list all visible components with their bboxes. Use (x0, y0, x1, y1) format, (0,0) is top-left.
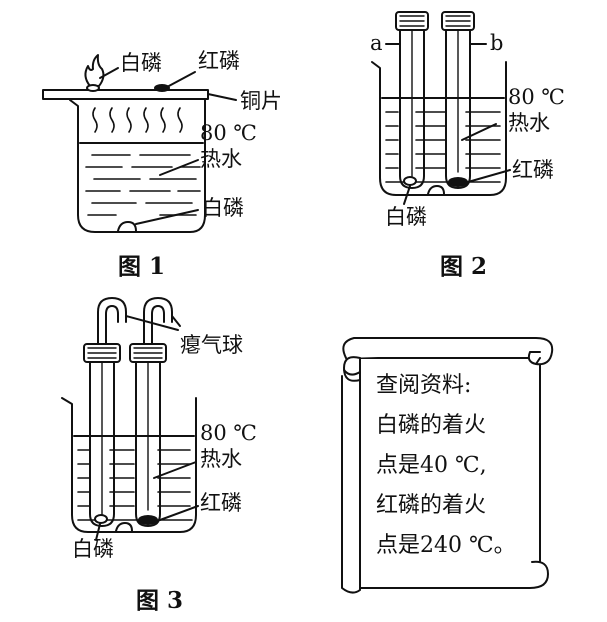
label-temperature-2: 80 ℃ (508, 85, 565, 109)
beaker-2 (371, 61, 507, 196)
red-phosphorus-top (154, 84, 170, 92)
beaker-1 (69, 99, 206, 233)
leader-white-2 (403, 185, 411, 205)
leader-hotwater-2 (461, 123, 497, 141)
steam-lines (92, 107, 183, 133)
caption-figure-1: 图 1 (118, 253, 165, 280)
note-line-1: 查阅资料: (376, 373, 471, 398)
label-red-phosphorus-3: 红磷 (200, 491, 242, 515)
figure-3: 瘪气球 80 ℃ 热水 红磷 白磷 图 3 (61, 297, 257, 614)
label-white-phosphorus-2: 白磷 (385, 205, 427, 229)
label-white-phosphorus-bottom: 白磷 (202, 196, 244, 220)
caption-figure-2: 图 2 (440, 253, 487, 280)
figure-2: a b 80 ℃ 热水 红磷 白磷 图 2 (370, 11, 565, 280)
scroll-note: 查阅资料: 白磷的着火 点是40 ℃, 红磷的着火 点是240 ℃。 (341, 337, 554, 594)
leader-hotwater-3 (153, 461, 197, 479)
label-tube-b: b (490, 31, 503, 55)
white-phosphorus-beaker-3 (115, 522, 133, 532)
beaker-3 (61, 397, 197, 533)
scroll-roll-left (341, 356, 361, 594)
label-red-phosphorus-2: 红磷 (512, 158, 554, 182)
leader-white-top (99, 67, 119, 79)
white-phosphorus-tube-a (403, 176, 417, 186)
white-phosphorus-beaker-2 (427, 185, 445, 195)
flame-icon (84, 54, 105, 87)
label-hot-water-2: 热水 (508, 111, 550, 135)
test-tube-right-3 (129, 343, 167, 527)
test-tube-a (395, 11, 429, 189)
note-line-5: 点是240 ℃。 (376, 533, 516, 558)
balloon-icon (97, 297, 173, 345)
scroll-curl-bottom (359, 560, 549, 589)
water-lines-1 (85, 154, 201, 216)
leader-hotwater-1 (159, 159, 199, 176)
note-line-2: 白磷的着火 (376, 413, 486, 438)
note-line-3: 点是40 ℃, (376, 453, 487, 478)
label-tube-a: a (370, 31, 383, 55)
white-phosphorus-tube-3 (94, 514, 108, 524)
leader-balloon-b (171, 315, 181, 327)
leader-balloon-a (125, 315, 179, 331)
red-phosphorus-tube-3 (138, 515, 158, 525)
white-phosphorus-top (86, 84, 100, 92)
leader-red-2 (467, 169, 511, 183)
label-temperature-1: 80 ℃ (200, 121, 257, 145)
figure-1: 白磷 红磷 铜片 80 ℃ 热水 白磷 图 1 (42, 49, 282, 280)
test-tube-left-3 (83, 343, 121, 527)
leader-copper (207, 93, 237, 101)
label-temperature-3: 80 ℃ (200, 421, 257, 445)
test-tube-b (441, 11, 475, 189)
scroll-curl-top (342, 337, 554, 366)
leader-white-bottom (135, 209, 199, 225)
leader-red (166, 71, 196, 88)
label-hot-water-3: 热水 (200, 447, 242, 471)
leader-white-3 (95, 523, 101, 541)
water-lines-2 (385, 111, 501, 183)
label-white-phosphorus-3: 白磷 (72, 537, 114, 561)
red-phosphorus-tube-b (448, 177, 468, 187)
label-copper-sheet: 铜片 (240, 89, 282, 113)
copper-sheet (42, 89, 209, 100)
leader-red-3 (159, 505, 199, 521)
caption-figure-3: 图 3 (136, 587, 183, 614)
white-phosphorus-bottom (117, 221, 137, 232)
label-white-phosphorus-top: 白磷 (120, 51, 162, 75)
note-line-4: 红磷的着火 (376, 493, 486, 518)
label-balloon: 瘪气球 (180, 333, 243, 357)
label-red-phosphorus: 红磷 (198, 49, 240, 73)
label-hot-water-1: 热水 (200, 147, 242, 171)
